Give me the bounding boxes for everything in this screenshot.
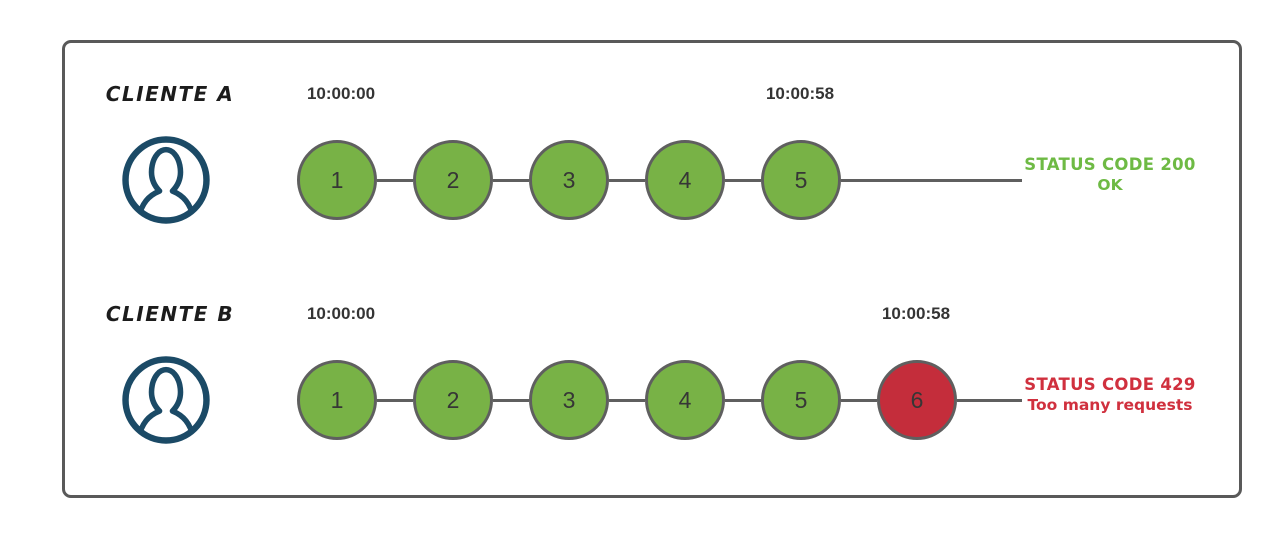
connector-line xyxy=(493,398,529,402)
connector-line xyxy=(377,398,413,402)
client-b-label: CLIENTE B xyxy=(105,302,235,326)
user-icon xyxy=(122,136,210,224)
end-timestamp: 10:00:58 xyxy=(765,84,835,103)
start-timestamp: 10:00:00 xyxy=(306,84,376,103)
request-node-ok: 4 xyxy=(645,140,725,220)
connector-line xyxy=(493,178,529,182)
client-a-label: CLIENTE A xyxy=(105,82,235,106)
status-block-b: STATUS CODE 429 Too many requests xyxy=(1020,375,1200,415)
request-node-ok: 1 xyxy=(297,140,377,220)
request-node-ok: 1 xyxy=(297,360,377,440)
timeline-trail xyxy=(841,179,1022,182)
request-node-ok: 2 xyxy=(413,360,493,440)
start-timestamp: 10:00:00 xyxy=(306,304,376,323)
request-node-ok: 3 xyxy=(529,360,609,440)
status-block-a: STATUS CODE 200 OK xyxy=(1020,155,1200,195)
end-timestamp: 10:00:58 xyxy=(881,304,951,323)
status-code-text: STATUS CODE 429 xyxy=(1024,375,1196,394)
connector-line xyxy=(841,398,877,402)
user-icon xyxy=(122,356,210,444)
request-node-blocked: 6 xyxy=(877,360,957,440)
request-node-ok: 4 xyxy=(645,360,725,440)
connector-line xyxy=(609,398,645,402)
request-node-ok: 5 xyxy=(761,140,841,220)
connector-line xyxy=(725,178,761,182)
request-node-ok: 5 xyxy=(761,360,841,440)
timeline-trail xyxy=(957,399,1022,402)
status-message-text: Too many requests xyxy=(1027,396,1193,414)
connector-line xyxy=(609,178,645,182)
connector-line xyxy=(377,178,413,182)
status-message-text: OK xyxy=(1097,176,1123,194)
connector-line xyxy=(725,398,761,402)
request-node-ok: 3 xyxy=(529,140,609,220)
request-node-ok: 2 xyxy=(413,140,493,220)
status-code-text: STATUS CODE 200 xyxy=(1024,155,1196,174)
